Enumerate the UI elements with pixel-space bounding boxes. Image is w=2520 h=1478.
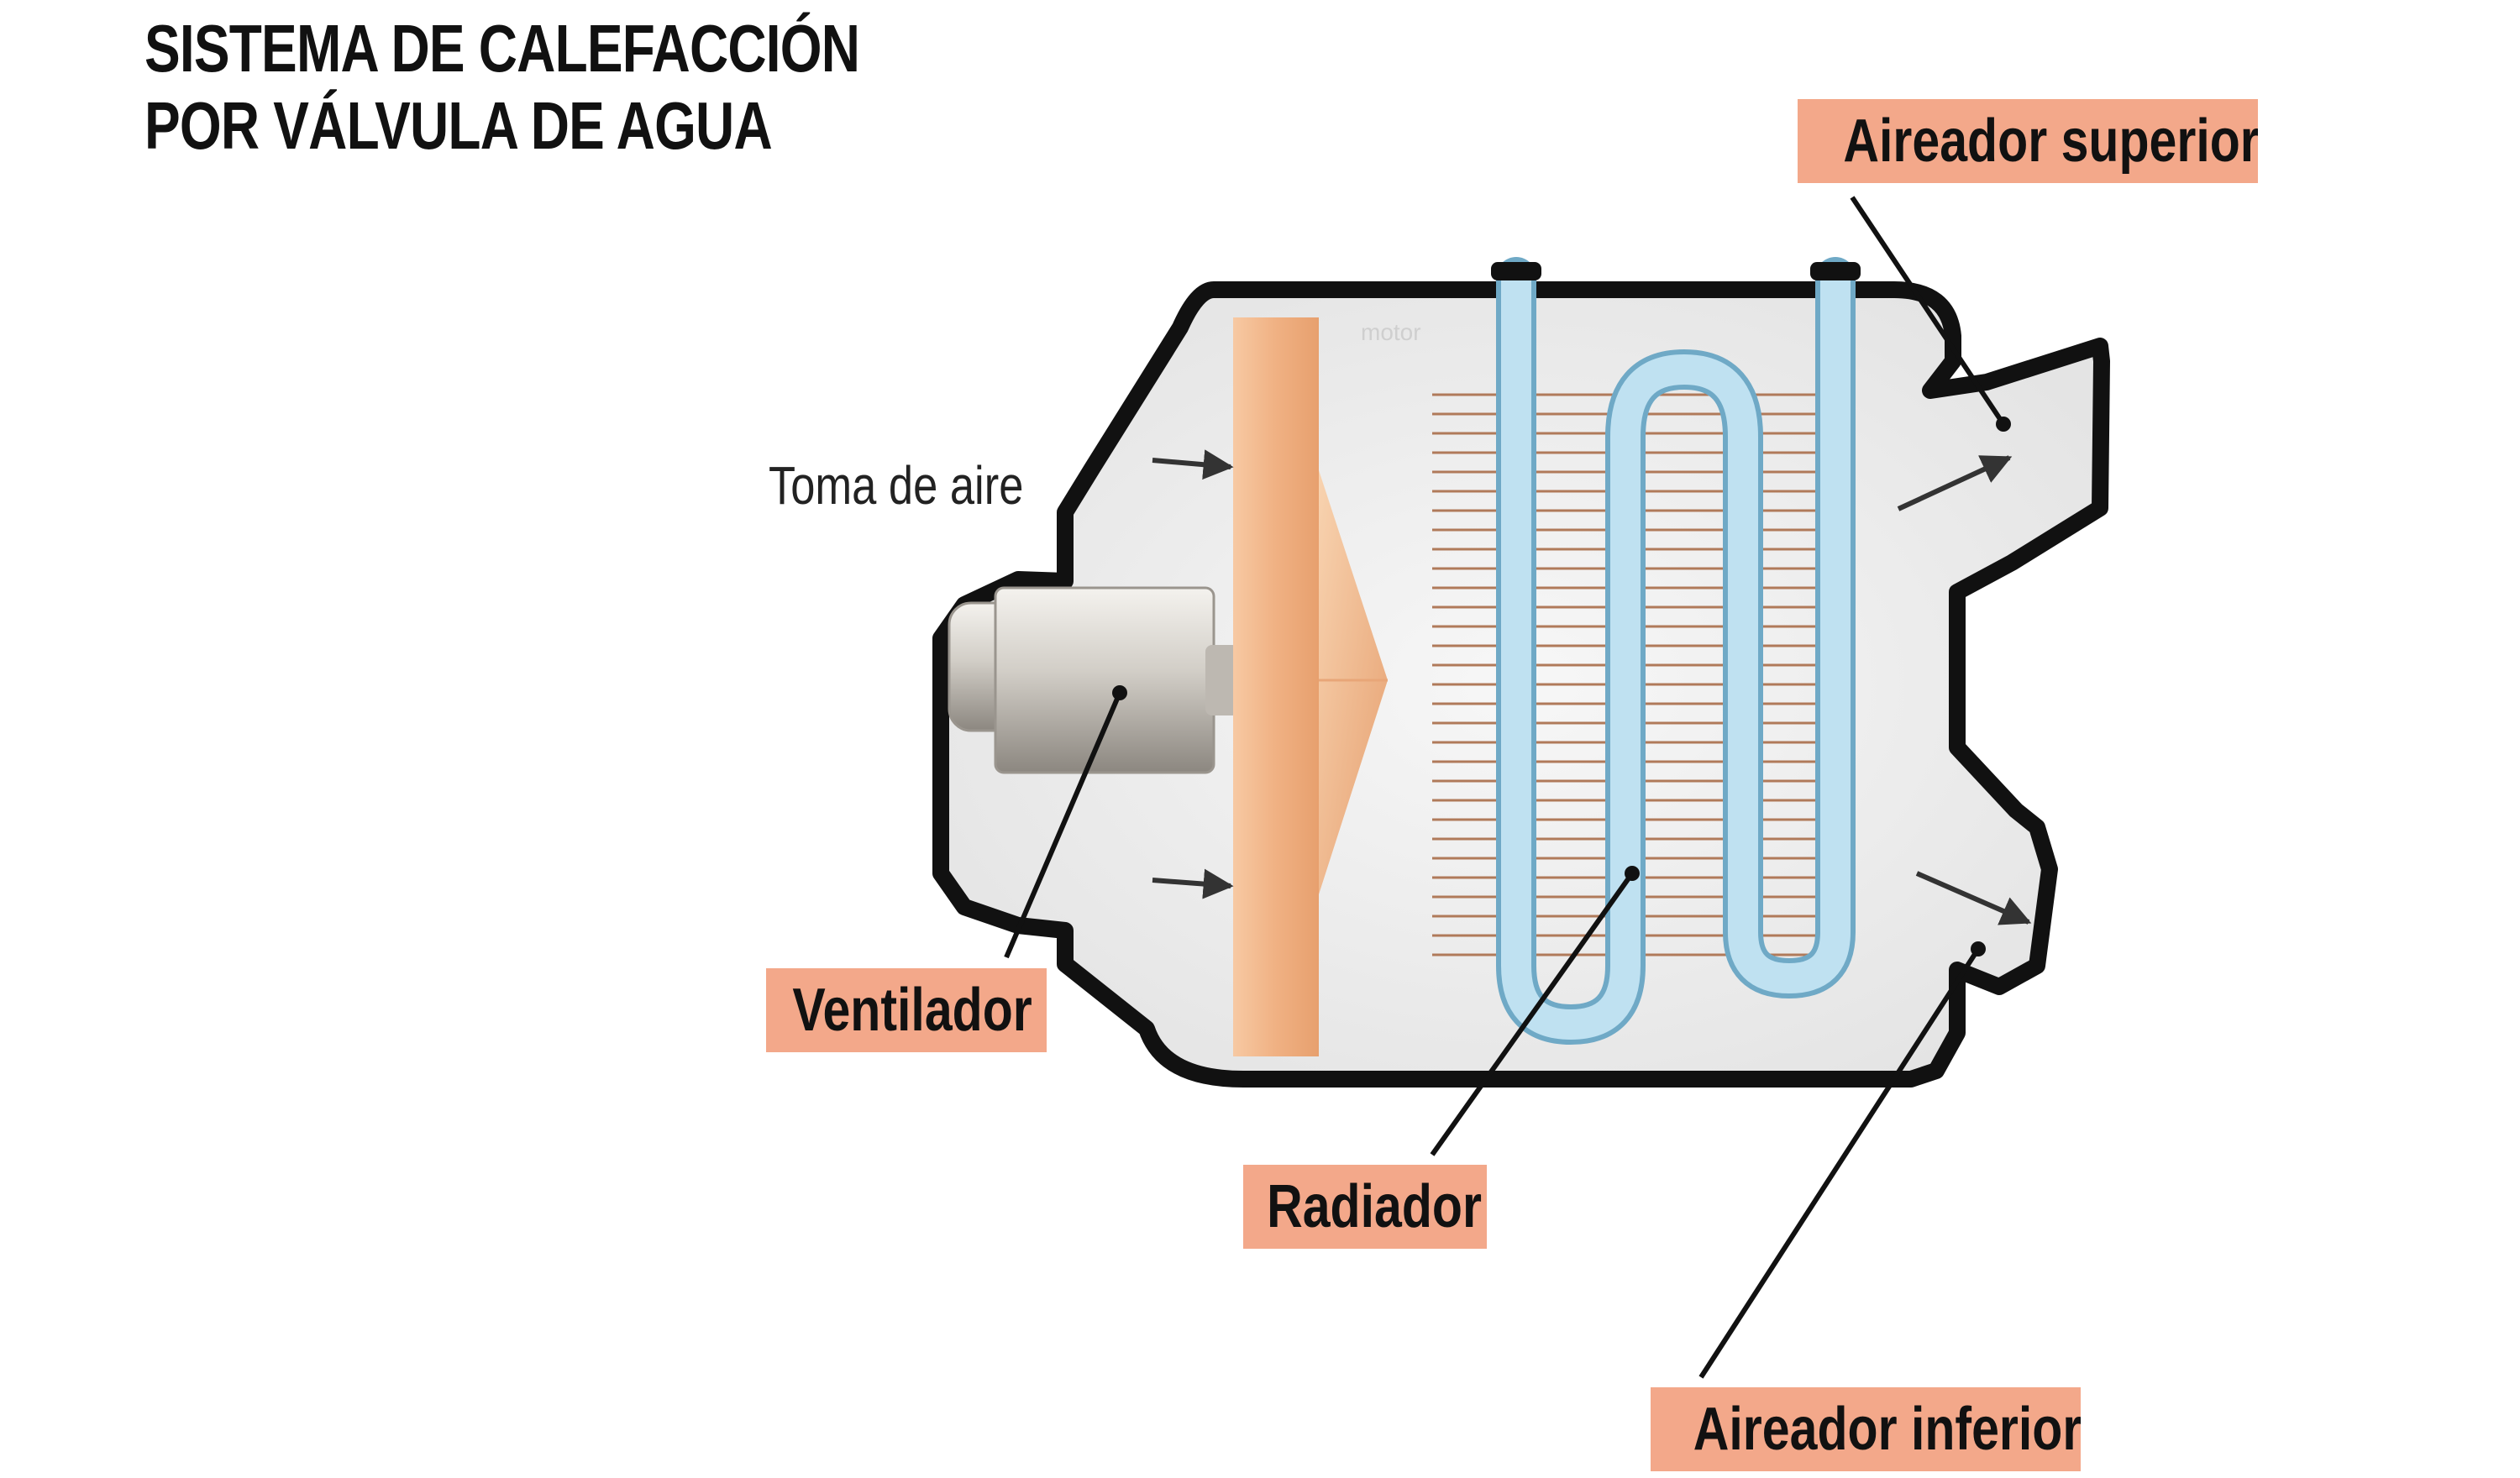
leader-ventilador bbox=[1004, 685, 1127, 959]
leader-aireador-inferior bbox=[1698, 941, 1986, 1379]
leader-aireador-superior bbox=[1850, 196, 2011, 432]
lower-vent-label: Aireador inferior bbox=[1651, 1387, 2081, 1471]
diagram-title: SISTEMA DE CALEFACCIÓN POR VÁLVULA DE AG… bbox=[144, 10, 860, 165]
pipe-fill bbox=[1501, 262, 1851, 1040]
air-intake-label: Toma de aire bbox=[769, 455, 1024, 516]
air-intake-arrow-top bbox=[1152, 449, 1234, 480]
fan-blade bbox=[1233, 317, 1388, 1056]
faint-watermark: motor bbox=[1361, 319, 1421, 345]
air-intake-arrow-bottom bbox=[1152, 868, 1234, 899]
air-outlet-arrow-bottom bbox=[1915, 871, 2032, 925]
upper-vent-label: Aireador superior bbox=[1798, 99, 2258, 183]
pipe-outlet-cap bbox=[1810, 262, 1861, 280]
air-outlet-arrow-top bbox=[1897, 455, 2013, 511]
radiator-label: Radiador bbox=[1243, 1165, 1487, 1249]
fan-motor bbox=[948, 586, 1239, 774]
leader-radiador bbox=[1430, 866, 1640, 1156]
title-line-2: POR VÁLVULA DE AGUA bbox=[144, 88, 773, 163]
fan-label: Ventilador bbox=[766, 968, 1047, 1052]
pipe-inlet-cap bbox=[1491, 262, 1541, 280]
title-line-1: SISTEMA DE CALEFACCIÓN bbox=[144, 11, 860, 86]
